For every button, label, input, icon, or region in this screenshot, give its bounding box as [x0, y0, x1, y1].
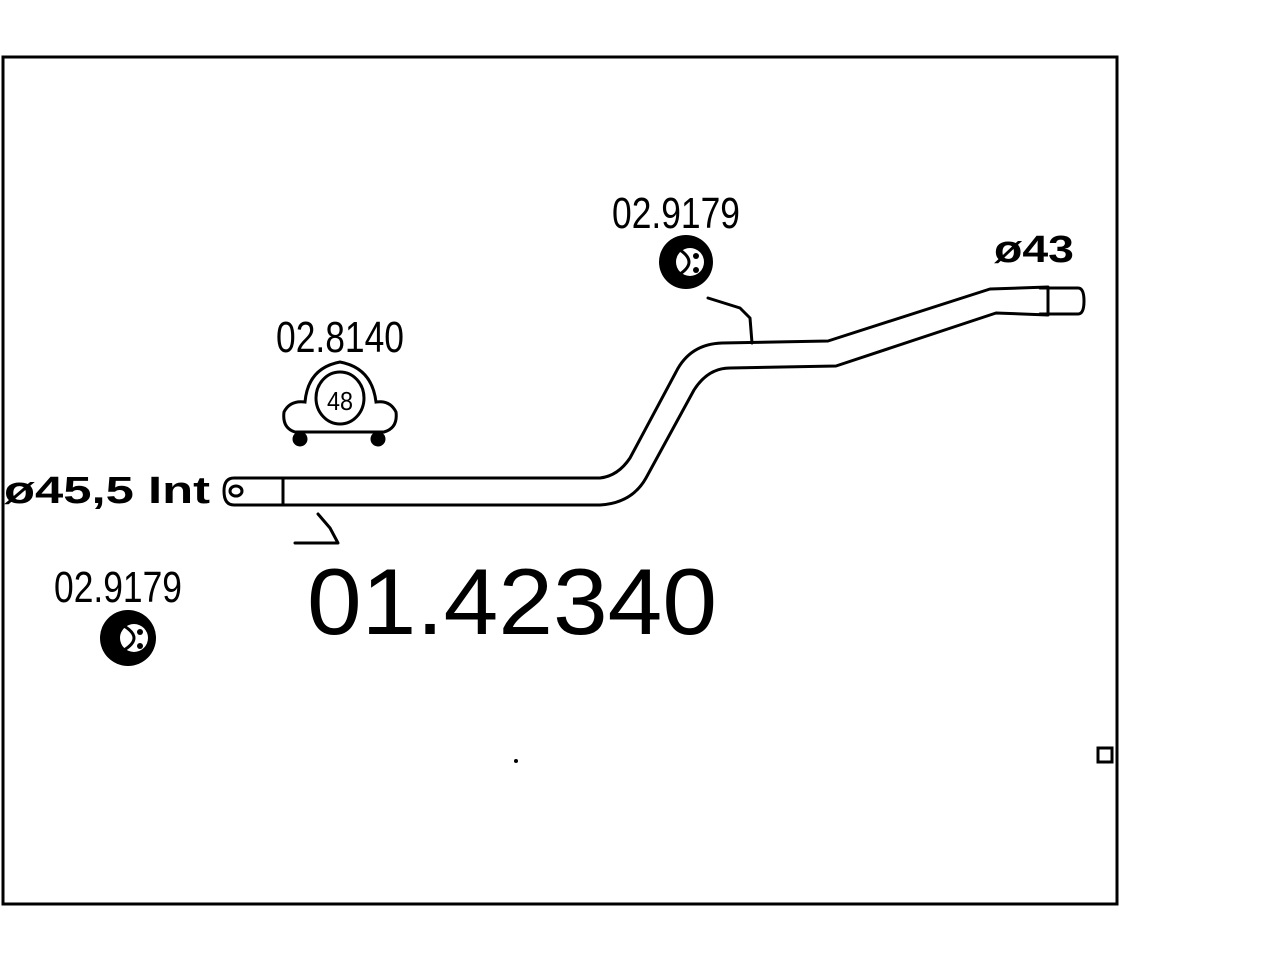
- outlet-dimension-label: ø43: [994, 229, 1074, 271]
- component-ref-label: 02.8140: [276, 313, 404, 362]
- part-number: 01.42340: [307, 549, 717, 654]
- clamp-icon: [282, 360, 398, 447]
- component-ref-label: 02.9179: [54, 563, 182, 612]
- component-ref-label: 02.9179: [612, 189, 740, 238]
- rubber-mount-icon: [659, 235, 713, 289]
- edge-marker: [1096, 746, 1114, 764]
- dot-mark: [514, 759, 518, 763]
- exhaust-pipe: [222, 285, 1086, 545]
- clamp-size-label: 48: [327, 386, 353, 416]
- inlet-dimension-label: ø45,5 Int: [4, 470, 210, 512]
- rubber-mount-icon: [100, 610, 156, 666]
- drawing-border: [1, 55, 1119, 906]
